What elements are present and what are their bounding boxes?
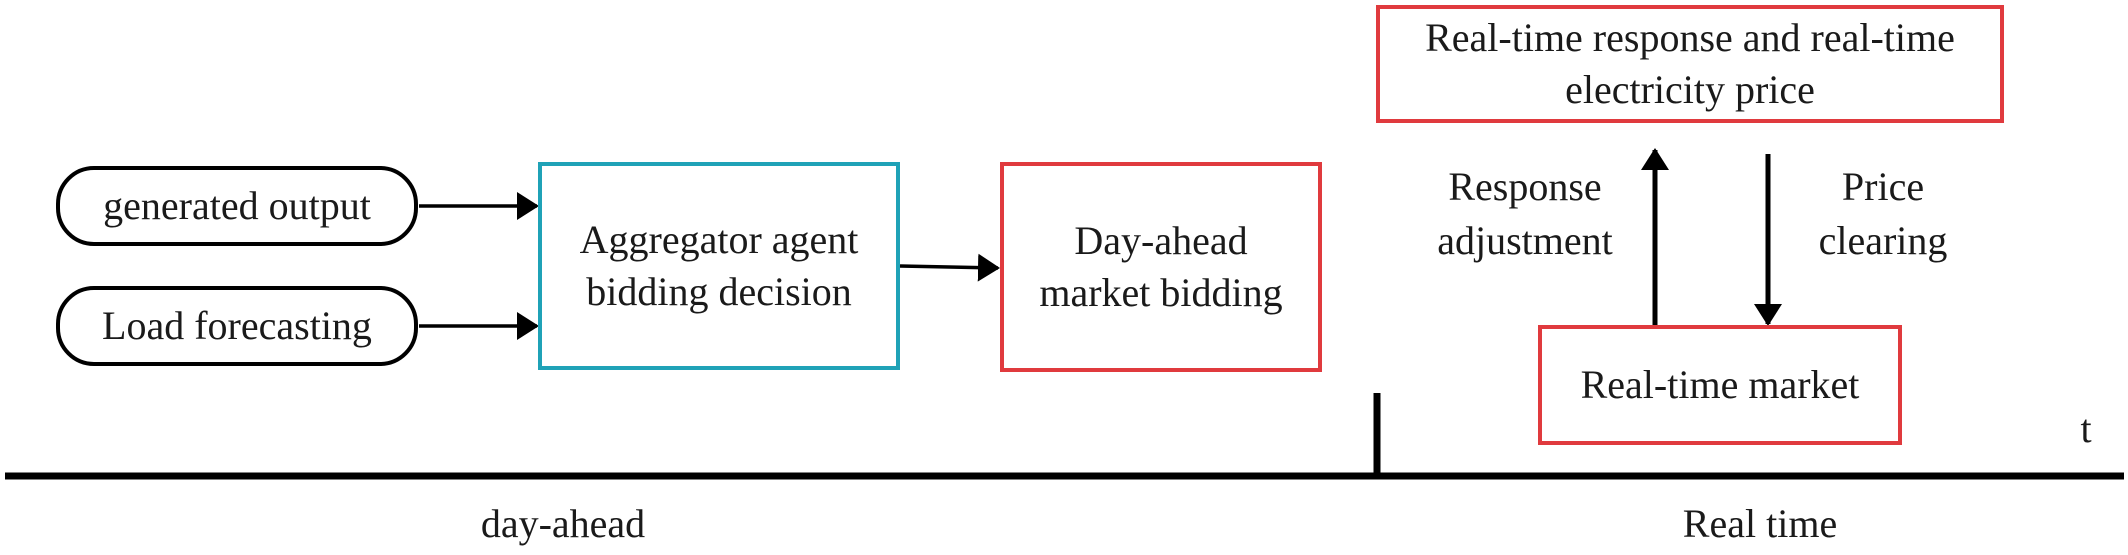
real-time-market-node: Real-time market	[1538, 325, 1902, 445]
time-axis-t-label: t	[2080, 406, 2092, 451]
price-clearing-label: Price clearing	[1818, 164, 1948, 263]
day-ahead-period-label: day-ahead	[480, 501, 646, 546]
arrow-aggregator-to-dayahead	[899, 253, 1000, 282]
real-time-market-label: Real-time market	[1580, 362, 1860, 407]
aggregator-label: Aggregator agent bidding decision	[579, 217, 859, 314]
real-time-response-label: Real-time response and real-time electri…	[1425, 15, 1955, 112]
real-time-response-node: Real-time response and real-time electri…	[1376, 5, 2004, 123]
day-ahead-bidding-node: Day-ahead market bidding	[1000, 162, 1322, 372]
load-forecasting-node: Load forecasting	[56, 286, 418, 366]
day-ahead-bidding-label: Day-ahead market bidding	[1039, 218, 1283, 315]
generated-output-node: generated output	[56, 166, 418, 246]
generated-output-label: generated output	[103, 183, 371, 228]
real-time-period-label: Real time	[1682, 501, 1838, 546]
aggregator-node: Aggregator agent bidding decision	[538, 162, 900, 370]
load-forecasting-label: Load forecasting	[102, 303, 372, 348]
response-adjustment-label: Response adjustment	[1437, 164, 1613, 263]
